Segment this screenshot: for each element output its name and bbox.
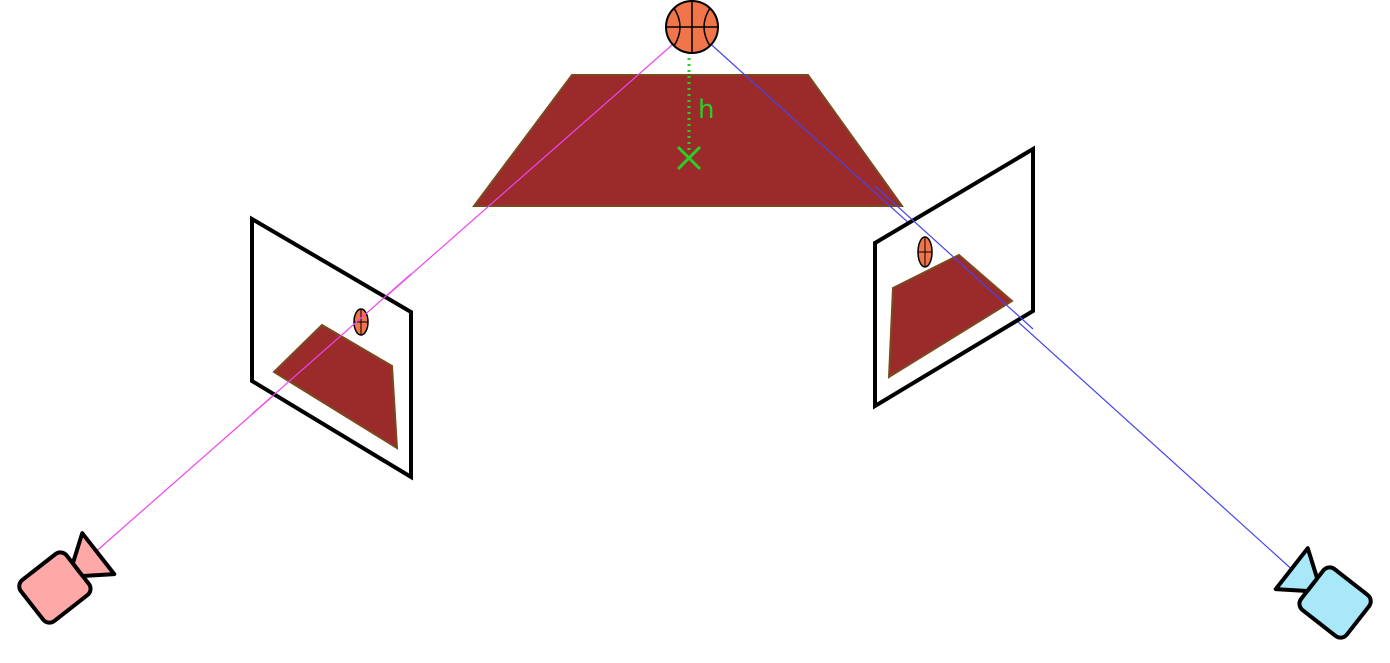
video-camera-icon <box>17 531 117 625</box>
ray-right-camera-overlay <box>874 185 1034 330</box>
left-image-plane <box>250 215 413 481</box>
right-image-court <box>887 253 1014 379</box>
left-image-court <box>272 323 399 450</box>
court <box>472 74 904 207</box>
height-label: h <box>698 95 714 125</box>
video-camera-icon <box>1273 546 1373 640</box>
cross-mark-icon <box>676 145 702 171</box>
right-image-ball <box>917 236 933 268</box>
ray-left-camera-overlay <box>251 273 412 415</box>
right-image-plane <box>873 145 1035 410</box>
basketball-icon <box>665 0 719 54</box>
